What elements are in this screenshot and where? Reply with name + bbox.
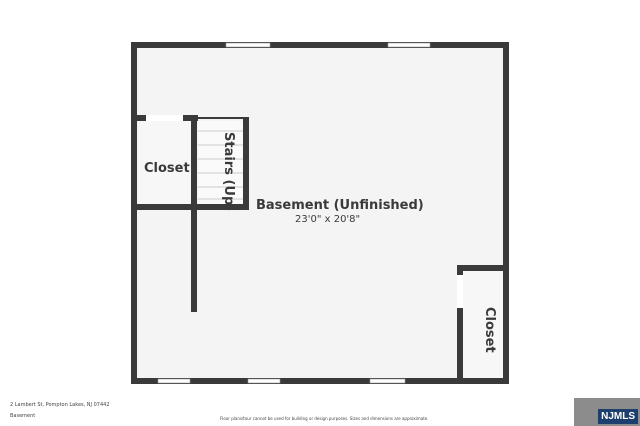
- basement-dimensions: 23'0" x 20'8": [295, 214, 361, 225]
- window-bottom-3: [369, 378, 406, 384]
- closet-left-label: Closet: [144, 161, 190, 176]
- stairs-right-wall: [243, 117, 249, 210]
- level-text: Basement: [10, 413, 36, 419]
- closet-right-top-wall: [457, 265, 509, 271]
- window-bottom-1: [157, 378, 191, 384]
- basement-floor: [134, 45, 506, 381]
- wall-top: [131, 42, 509, 48]
- njmls-logo: NJMLS: [574, 398, 640, 426]
- logo-text: NJMLS: [598, 409, 638, 424]
- closet-right-opening[interactable]: [457, 275, 463, 308]
- closet-left-floor: [138, 121, 192, 205]
- address-text: 2 Lambert St, Pompton Lakes, NJ 07442: [10, 402, 110, 408]
- wall-left: [131, 42, 137, 384]
- wall-bottom: [131, 378, 509, 384]
- basement-label: Basement (Unfinished): [256, 198, 424, 213]
- stair-treads: [198, 130, 243, 200]
- closet-left-side-wall: [191, 115, 197, 312]
- closet-left-opening[interactable]: [146, 115, 183, 121]
- stairs-top-line: [197, 117, 243, 119]
- closet-left-bottom-wall: [131, 204, 249, 210]
- stairs-floor: [198, 121, 243, 204]
- wall-right: [503, 42, 509, 384]
- disclaimer-text: Floor plans/tour cannot be used for buil…: [220, 416, 429, 421]
- stairs-label: Stairs (Up): [221, 132, 236, 212]
- window-top-1: [225, 42, 271, 48]
- window-bottom-2: [247, 378, 281, 384]
- closet-right-side-wall: [457, 265, 463, 384]
- closet-right-label: Closet: [482, 307, 497, 353]
- windows: [157, 42, 431, 384]
- closet-right-floor: [463, 271, 503, 378]
- window-top-2: [387, 42, 431, 48]
